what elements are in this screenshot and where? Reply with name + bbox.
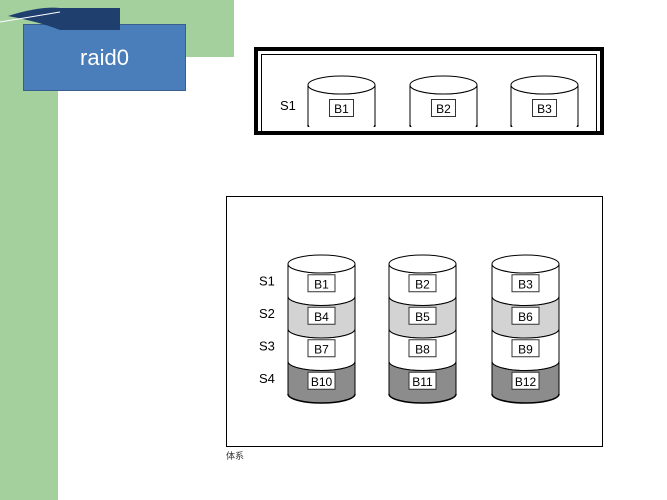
disk-bottom-rim bbox=[388, 393, 457, 404]
block-box bbox=[408, 306, 437, 325]
block-label: B3 bbox=[537, 102, 552, 116]
block-label: B10 bbox=[311, 375, 333, 389]
slide-title: raid0 bbox=[23, 24, 186, 91]
block-label: B2 bbox=[415, 277, 430, 291]
stripe-label: S2 bbox=[259, 306, 275, 321]
disk-bottom-rim bbox=[287, 393, 356, 404]
block-label: B8 bbox=[415, 342, 430, 356]
block-box bbox=[307, 371, 336, 390]
disk-top-cap bbox=[491, 254, 560, 274]
stripe-label: S1 bbox=[259, 273, 275, 288]
block-label: B1 bbox=[334, 102, 349, 116]
corner-highlight-line bbox=[0, 11, 61, 23]
block-box bbox=[307, 274, 336, 293]
block-box bbox=[511, 371, 540, 390]
block-box bbox=[307, 306, 336, 325]
disk-cylinder: B3 bbox=[510, 75, 579, 127]
block-label: B5 bbox=[415, 310, 430, 324]
corner-swoosh bbox=[8, 7, 120, 30]
block-box bbox=[511, 306, 540, 325]
disk-top-cap bbox=[388, 254, 457, 274]
stripe-label: S4 bbox=[259, 371, 275, 386]
block-label: B3 bbox=[518, 277, 533, 291]
block-label: B12 bbox=[515, 375, 537, 389]
block-label: B4 bbox=[314, 310, 329, 324]
disk-cylinder: B1 bbox=[307, 75, 376, 127]
disk-top-cap bbox=[307, 75, 376, 95]
panel-inner-frame bbox=[261, 54, 597, 131]
disk-top-cap bbox=[409, 75, 478, 95]
disk-bottom-rim bbox=[491, 393, 560, 404]
stray-caption-text: 体系 bbox=[226, 451, 245, 461]
block-box bbox=[329, 99, 354, 117]
block-box bbox=[511, 339, 540, 358]
block-box bbox=[431, 99, 456, 117]
disk-top-cap bbox=[287, 254, 356, 274]
top-disk-group: S1 B1 B2 B3 bbox=[280, 75, 579, 127]
block-box bbox=[408, 274, 437, 293]
corner-decoration bbox=[0, 7, 120, 30]
block-label: B2 bbox=[436, 102, 451, 116]
block-label: B11 bbox=[412, 375, 433, 389]
block-box bbox=[532, 99, 557, 117]
block-box bbox=[307, 339, 336, 358]
block-label: B1 bbox=[314, 277, 329, 291]
block-label: B9 bbox=[518, 342, 533, 356]
block-box bbox=[408, 371, 437, 390]
block-label: B7 bbox=[314, 342, 329, 356]
disk-top-cap bbox=[510, 75, 579, 95]
stripe-label: S3 bbox=[259, 338, 275, 353]
block-box bbox=[511, 274, 540, 293]
block-box bbox=[408, 339, 437, 358]
block-label: B6 bbox=[518, 310, 533, 324]
disk-cylinder: B2 bbox=[409, 75, 478, 127]
stripe-label: S1 bbox=[280, 98, 296, 113]
